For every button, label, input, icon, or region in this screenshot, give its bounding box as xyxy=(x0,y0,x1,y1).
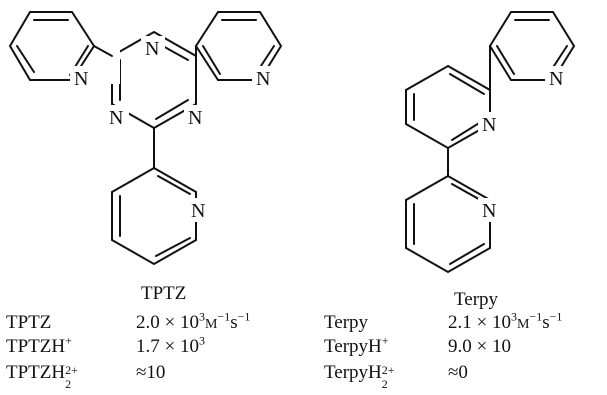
tptz-pyridine-left-n: N xyxy=(74,68,88,90)
tptz-row-0: TPTZ xyxy=(6,312,51,334)
terpy-row-2-value: ≈0 xyxy=(448,362,468,383)
tptz-caption: TPTZ xyxy=(141,283,187,304)
terpy-pyridine-bottom-n: N xyxy=(482,200,496,222)
terpy-pyridine-top-n: N xyxy=(549,68,563,90)
tptz-row-1-value: 1.7 × 103 xyxy=(136,333,205,357)
terpy-atom-labels: N N N xyxy=(478,66,569,222)
tptz-pyridine-right-n: N xyxy=(256,68,270,90)
tptz-pyridine-left xyxy=(0,0,120,84)
tptz-row-2-value: ≈10 xyxy=(136,362,166,383)
tptz-pyridine-bottom-n: N xyxy=(191,200,205,222)
tptz-atom-n-lower-right: N xyxy=(188,107,202,129)
terpy-pyridine-bottom xyxy=(405,147,491,274)
tptz-row-1: TPTZH+ xyxy=(6,333,72,357)
tptz-atom-labels: N N N N N N xyxy=(70,36,276,222)
terpy-row-1-value: 9.0 × 10 xyxy=(448,336,511,357)
terpy-row-1: TerpyH+ xyxy=(324,333,389,357)
tptz-pyridine-bottom xyxy=(111,127,197,266)
tptz-atom-n-lower-left: N xyxy=(109,107,123,129)
species-name: TPTZ xyxy=(6,312,52,333)
terpy-row-0-value: 2.1 × 103M−1s−1 xyxy=(448,309,563,333)
terpy-row-0: Terpy xyxy=(324,312,369,333)
tptz-atom-n-top: N xyxy=(145,38,159,60)
terpy-central-n: N xyxy=(482,114,496,136)
tptz-row-0-value: 2.0 × 103M−1s−1 xyxy=(136,309,251,333)
terpy-caption: Terpy xyxy=(454,289,499,310)
